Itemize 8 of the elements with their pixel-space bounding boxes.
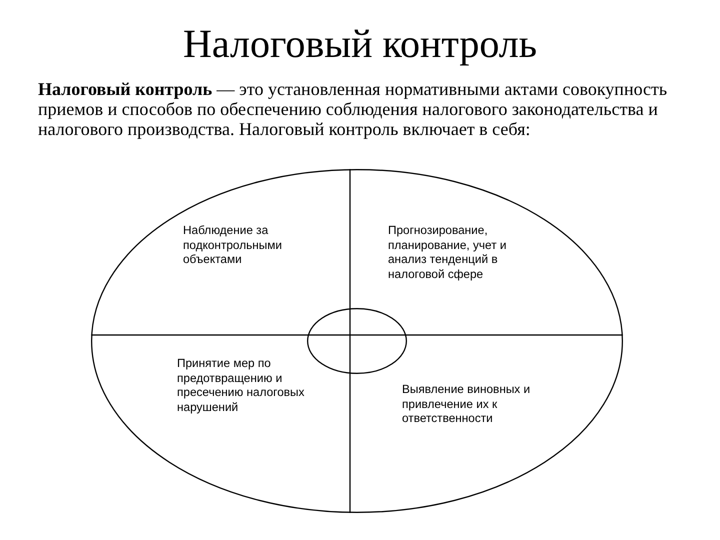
quadrant-label: Принятие мер по предотвращению и пресечению налоговых нарушений xyxy=(177,356,313,414)
definition-text: Налоговый контроль — это установленная нормативными актами совокупность приемов и способов по обеспечению соблюдения налогового законодательства и налогового производства. Налоговый контроль включает в себя: xyxy=(38,79,668,139)
quadrant-label: Прогнозирование, планирование, учет и анализ тенденций в налоговой сфере xyxy=(388,223,522,282)
quadrant-label: Выявление виновных и привлечение их к ответственности xyxy=(402,382,544,426)
quadrant-label: Наблюдение за подконтрольными объектами xyxy=(183,223,305,267)
diagram-title: Налоговый контроль xyxy=(183,22,537,66)
center-ellipse xyxy=(307,308,407,374)
quadrant-ellipse xyxy=(91,169,623,513)
